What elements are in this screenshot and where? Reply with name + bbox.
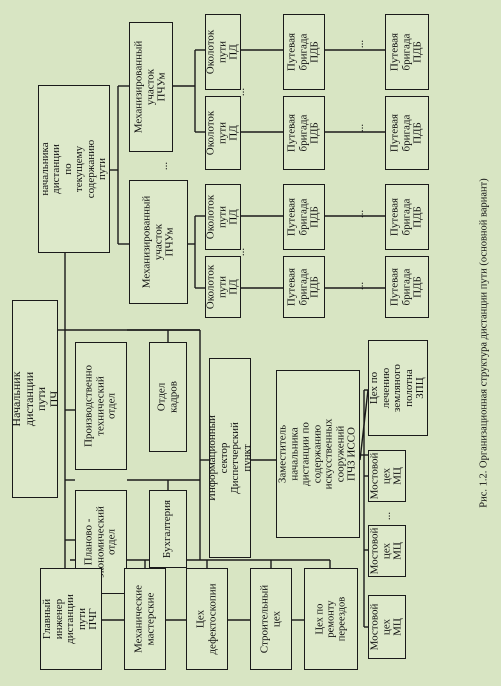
chief-engineer-label: Главный инженер дистанции пути ПЧГ [41, 594, 100, 644]
defect-shop-label: Цех дефектоскопии [194, 583, 218, 655]
figure-caption: Рис. 1.2. Организационная структура дист… [478, 178, 490, 508]
deputy-maint-box: Заместитель начальника дистанции по теку… [38, 85, 110, 253]
crossings-label: Цех по ремонту переездов [314, 596, 348, 642]
brigada-2-1: Путевая бригада ПДБ [283, 96, 325, 170]
personnel-label: Отдел кадров [155, 381, 179, 413]
construction-label: Строительный цех [258, 584, 282, 654]
accounting-label: Бухгалтерия [161, 499, 174, 559]
ellipsis: ... [354, 281, 366, 291]
mech-workshop: Механические мастерские [124, 568, 166, 670]
okolotok-1-label: Околоток пути ПД [205, 29, 240, 75]
info-sector: Информационный сектор Диспетчерский пунк… [209, 358, 251, 558]
personnel-dept: Отдел кадров [149, 342, 187, 452]
mech-workshop-label: Механические мастерские [132, 584, 156, 654]
brigada-label: Путевая бригада ПДБ [285, 32, 321, 72]
head-label: Начальник дистанции пути ПЧ [12, 371, 58, 427]
info-sector-label: Информационный сектор Диспетчерский пунк… [209, 415, 251, 501]
earthworks-shop: Цех по лечению земляного полотна ЗПЦ [368, 340, 428, 436]
brigada-1-1: Путевая бригада ПДБ [283, 14, 325, 90]
mech-section-top: Механизированный участок ПЧУм [129, 22, 173, 152]
brigada-3-2: Путевая бригада ПДБ [385, 184, 429, 250]
deputy-isso-box: Заместитель начальника дистанции по соде… [276, 370, 360, 538]
brigada-4-1: Путевая бригада ПДБ [283, 256, 325, 318]
deputy-isso-label: Заместитель начальника дистанции по соде… [276, 418, 358, 490]
brigada-3-1: Путевая бригада ПДБ [283, 184, 325, 250]
prod-tech-dept: Производственно технический отдел [75, 342, 127, 470]
okolotok-2: Околоток пути ПД [205, 96, 241, 170]
brigada-label: Путевая бригада ПДБ [285, 197, 321, 237]
brigada-2-2: Путевая бригада ПДБ [385, 96, 429, 170]
crossings-shop: Цех по ремонту переездов [304, 568, 358, 670]
ellipsis: ... [381, 511, 393, 521]
brigada-label: Путевая бригада ПДБ [388, 267, 424, 307]
prod-tech-label: Производственно технический отдел [82, 364, 118, 448]
bridge-shop-2: Мостовой цех МЦ [368, 525, 406, 577]
brigada-label: Путевая бригада ПДБ [285, 113, 321, 153]
okolotok-3-label: Околоток пути ПД [205, 194, 240, 240]
okolotok-3: Околоток пути ПД [205, 184, 241, 250]
ellipsis: ... [235, 87, 247, 97]
brigada-4-2: Путевая бригада ПДБ [385, 256, 429, 318]
mech-section-mid: Механизированный участок ПЧУм [129, 180, 188, 304]
ellipsis: ... [235, 247, 247, 257]
bridge-shop-3: Мостовой цех МЦ [368, 450, 406, 502]
ellipsis: ... [354, 123, 366, 133]
ellipsis: ... [354, 39, 366, 49]
ellipsis: ... [158, 161, 170, 171]
brigada-label: Путевая бригада ПДБ [388, 197, 424, 237]
okolotok-4-label: Околоток пути ПД [205, 264, 240, 310]
bridge-shop-label: Мостовой цех МЦ [368, 527, 404, 575]
bridge-shop-label: Мостовой цех МЦ [368, 603, 404, 651]
ellipsis: ... [354, 209, 366, 219]
brigada-label: Путевая бригада ПДБ [388, 113, 424, 153]
okolotok-2-label: Околоток пути ПД [205, 110, 240, 156]
okolotok-4: Околоток пути ПД [205, 256, 241, 318]
defect-shop: Цех дефектоскопии [186, 568, 228, 670]
deputy-maint-label: Заместитель начальника дистанции по теку… [38, 139, 110, 199]
construction-shop: Строительный цех [250, 568, 292, 670]
mech-section-mid-label: Механизированный участок ПЧУм [140, 195, 176, 289]
mech-section-top-label: Механизированный участок ПЧУм [132, 40, 168, 134]
brigada-label: Путевая бригада ПДБ [285, 267, 321, 307]
bridge-shop-label: Мостовой цех МЦ [368, 452, 404, 500]
okolotok-1: Околоток пути ПД [205, 14, 241, 90]
chief-engineer-box: Главный инженер дистанции пути ПЧГ [40, 568, 102, 670]
earthworks-label: Цех по лечению земляного полотна ЗПЦ [368, 364, 427, 412]
brigada-1-2: Путевая бригада ПДБ [385, 14, 429, 90]
brigada-label: Путевая бригада ПДБ [388, 32, 424, 72]
head-box: Начальник дистанции пути ПЧ [12, 300, 58, 498]
accounting-dept: Бухгалтерия [149, 490, 187, 568]
bridge-shop-1: Мостовой цех МЦ [368, 595, 406, 659]
